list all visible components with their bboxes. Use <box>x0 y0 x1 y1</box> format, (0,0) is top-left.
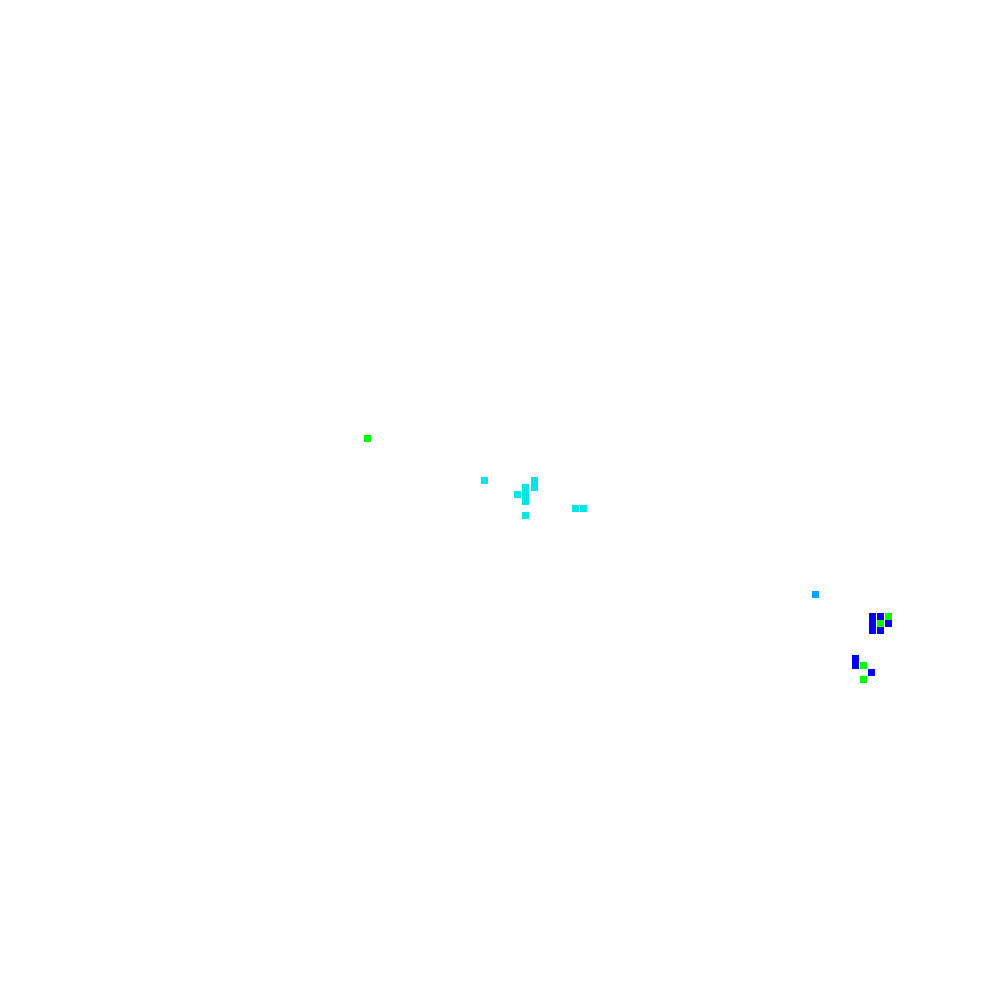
cyan-pixel <box>580 505 587 512</box>
cyan-pixel <box>522 491 529 498</box>
sky-pixel <box>812 591 819 598</box>
cyan-pixel <box>481 477 488 484</box>
cyan-pixel <box>572 505 579 512</box>
blue-pixel <box>869 620 876 627</box>
blue-pixel <box>852 662 859 669</box>
cyan-pixel <box>531 477 538 484</box>
green-pixel <box>877 620 884 627</box>
blue-pixel <box>852 655 859 662</box>
blue-pixel <box>869 613 876 620</box>
blue-pixel <box>877 627 884 634</box>
green-pixel <box>860 676 867 683</box>
green-pixel <box>885 613 892 620</box>
green-pixel <box>860 662 867 669</box>
cyan-pixel <box>514 491 521 498</box>
cyan-pixel <box>531 484 538 491</box>
green-pixel <box>364 435 371 442</box>
cyan-pixel <box>522 512 529 519</box>
blue-pixel <box>877 613 884 620</box>
blue-pixel <box>869 627 876 634</box>
blue-pixel <box>885 620 892 627</box>
cyan-pixel <box>522 498 529 505</box>
cyan-pixel <box>522 484 529 491</box>
blue-pixel <box>868 669 875 676</box>
